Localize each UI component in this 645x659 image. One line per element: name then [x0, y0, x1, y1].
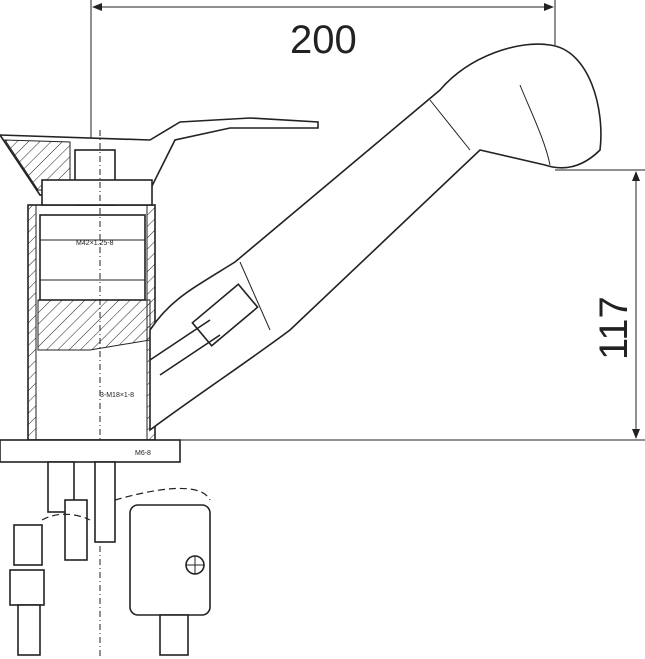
body-wall-left	[27, 204, 37, 441]
supply-hose-end	[17, 604, 41, 656]
countertop	[0, 439, 181, 463]
check-valve	[9, 569, 45, 606]
outlet-thread-label: 3-M18×1-8	[100, 392, 134, 399]
pullout-spray-head	[149, 43, 602, 432]
spray-head-seam	[429, 99, 471, 151]
hose-path	[41, 513, 91, 521]
pullout-hose-end	[159, 614, 189, 656]
stud-thread-label: M6-8	[135, 450, 151, 457]
supply-hose-fitting	[64, 499, 88, 561]
width-dimension-label: 200	[290, 18, 357, 62]
hose-section	[149, 319, 221, 376]
spout-seam	[239, 261, 271, 331]
hose-connector	[191, 283, 259, 347]
cartridge-cap	[41, 179, 153, 206]
height-dimension: 117	[150, 169, 645, 441]
height-dimension-label: 117	[592, 296, 636, 360]
width-dimension: 200	[90, 0, 556, 440]
mounting-stud	[94, 461, 116, 543]
spray-face	[519, 84, 551, 166]
cartridge-thread-label: M42×1.25-8	[76, 240, 114, 247]
hose-path	[114, 487, 211, 501]
valve-base-section	[37, 299, 151, 351]
diverter-weight	[129, 504, 211, 616]
supply-hose-fitting	[13, 524, 43, 566]
